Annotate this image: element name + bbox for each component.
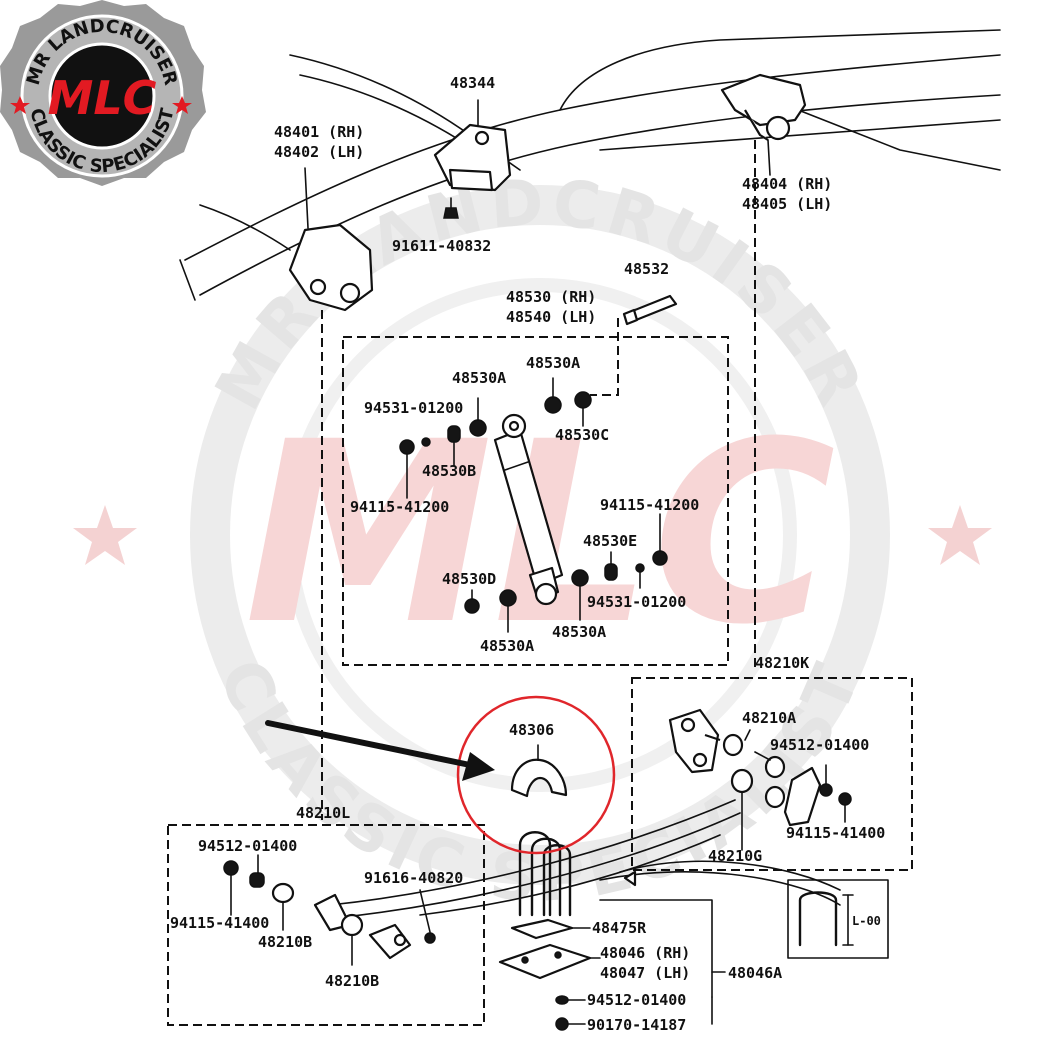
label-48532: 48532 [624, 260, 669, 278]
label-48530: 48530 (RH) [506, 288, 596, 306]
mlc-badge: MR LANDCRUISER CLASSIC SPECIALIST MLC [0, 0, 206, 186]
label-48540: 48540 (LH) [506, 308, 596, 326]
label-48405: 48405 (LH) [742, 195, 832, 213]
label-94512-01400-2: 94512-01400 [198, 837, 297, 855]
nut-90170 [555, 1017, 586, 1031]
watermark-star-right-icon [928, 505, 992, 565]
plate-48046 [498, 943, 601, 980]
label-48344: 48344 [450, 74, 495, 92]
label-L-00: L-00 [852, 914, 881, 928]
label-48404: 48404 (RH) [742, 175, 832, 193]
label-48530D: 48530D [442, 570, 496, 588]
leader-48532 [590, 318, 619, 396]
label-94115-41400-2: 94115-41400 [170, 914, 269, 932]
label-91616-40820: 91616-40820 [364, 869, 463, 887]
label-94531-01200-2: 94531-01200 [587, 593, 686, 611]
badge-star-right-icon [172, 96, 192, 114]
shock-group-box [342, 336, 729, 666]
leaf-spring [329, 799, 841, 919]
shock-hardware-lower [464, 513, 668, 633]
label-48210L: 48210L [296, 804, 350, 822]
label-94512-01400-3: 94512-01400 [587, 991, 686, 1009]
label-48530A-1: 48530A [526, 354, 580, 372]
hanger-48401 [288, 167, 374, 312]
label-94512-01400-1: 94512-01400 [770, 736, 869, 754]
badge-center [48, 42, 156, 150]
watermark-inner-ring [283, 278, 797, 792]
ubolt-length-inset [787, 879, 889, 959]
label-48210B-1: 48210B [258, 933, 312, 951]
label-48530A-3: 48530A [552, 623, 606, 641]
bracket-line-48046A [599, 899, 713, 998]
label-90170-14187: 90170-14187 [587, 1016, 686, 1034]
hanger-48404 [720, 73, 807, 176]
label-48530C: 48530C [555, 426, 609, 444]
watermark-star-left-icon [73, 505, 137, 565]
label-48210K: 48210K [755, 654, 809, 672]
label-94115-41400-1: 94115-41400 [786, 824, 885, 842]
label-94531-01200-1: 94531-01200 [364, 399, 463, 417]
label-48306: 48306 [509, 721, 554, 739]
shackle-group-48210K-box [631, 677, 913, 871]
pad-48475R [510, 918, 591, 940]
label-48530E: 48530E [583, 532, 637, 550]
label-94115-41200-2: 94115-41200 [600, 496, 699, 514]
label-48475R: 48475R [592, 919, 647, 937]
pointer-arrow-icon [265, 720, 495, 781]
bolt-48532 [622, 294, 678, 326]
label-48210A: 48210A [742, 709, 796, 727]
bushing-group-48210L [223, 854, 436, 966]
label-48210B-2: 48210B [325, 972, 379, 990]
shackle-48210K [668, 708, 852, 851]
shock-hardware-upper [399, 377, 592, 499]
label-48402: 48402 (LH) [274, 143, 364, 161]
label-48047: 48047 (LH) [600, 964, 690, 982]
bump-stop-48306 [510, 744, 568, 798]
label-91611-40832: 91611-40832 [392, 237, 491, 255]
bushing-group-48210L-box [167, 824, 485, 1026]
bolt-91611-40832 [443, 197, 459, 219]
label-48210G: 48210G [708, 847, 762, 865]
label-48530A-2: 48530A [452, 369, 506, 387]
shock-absorber [493, 413, 564, 606]
washer-94512-3 [555, 995, 586, 1005]
bracket-48344 [433, 99, 512, 192]
badge-logo: MLC [48, 71, 157, 125]
label-48530B: 48530B [422, 462, 476, 480]
badge-star-left-icon [10, 96, 30, 114]
label-94115-41200-1: 94115-41200 [350, 498, 449, 516]
highlight-circle [456, 695, 616, 855]
watermark-ring [190, 185, 890, 885]
label-48046A: 48046A [728, 964, 782, 982]
label-48530A-4: 48530A [480, 637, 534, 655]
label-48046: 48046 (RH) [600, 944, 690, 962]
part-labels: 48344 48401 (RH) 48402 (LH) 48404 (RH) 4… [170, 74, 885, 1034]
label-48401: 48401 (RH) [274, 123, 364, 141]
